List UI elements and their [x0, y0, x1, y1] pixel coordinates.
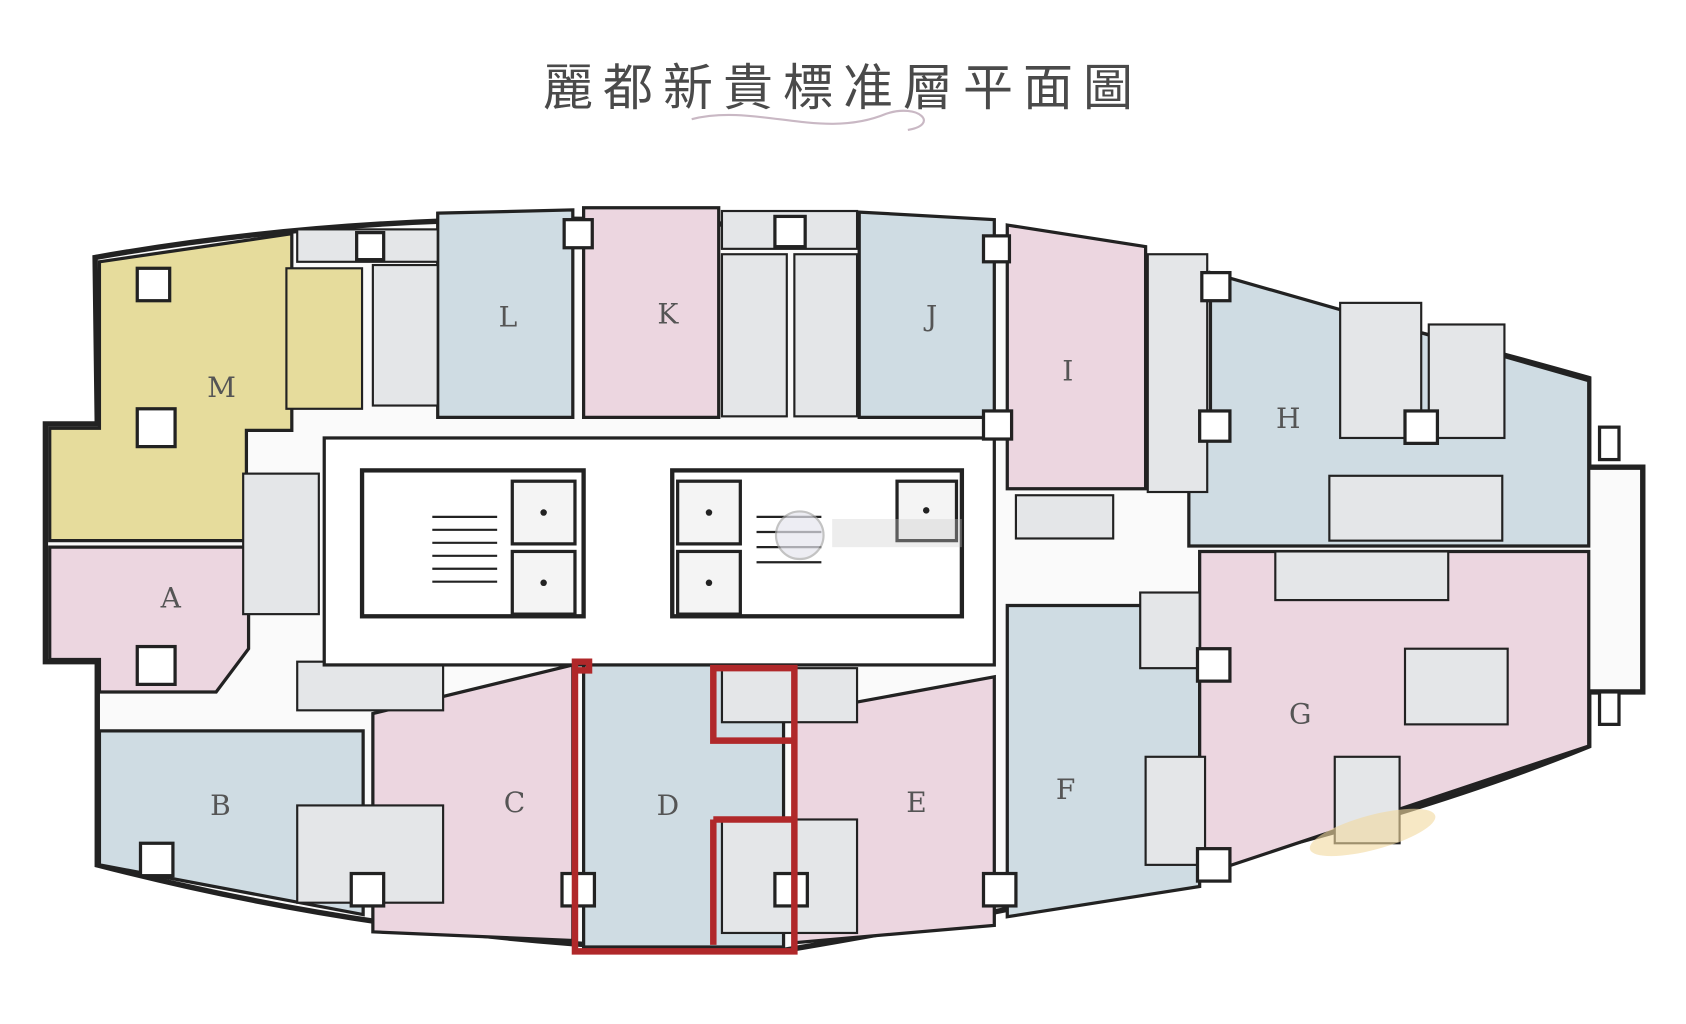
- unit-label-b: B: [210, 789, 231, 822]
- unit-label-g: G: [1289, 697, 1311, 730]
- unit-label-j: J: [923, 300, 937, 333]
- unit-label-h: H: [1276, 402, 1301, 435]
- unit-k[interactable]: [581, 206, 721, 420]
- unit-label-c: C: [504, 786, 525, 819]
- unit-d-highlight-outline: [571, 658, 798, 955]
- unit-label-m: M: [207, 371, 236, 404]
- corner-logo: [1309, 808, 1436, 857]
- unit-i[interactable]: [1005, 223, 1148, 491]
- building-core: [322, 436, 996, 667]
- unit-label-k: K: [657, 297, 679, 330]
- structural-columns: [135, 214, 1621, 908]
- unit-label-f: F: [1056, 773, 1075, 806]
- plan-title: 麗都新貴標准層平面圖: [543, 59, 1143, 117]
- unit-label-i: I: [1062, 355, 1073, 388]
- watermark-logo: [774, 510, 962, 561]
- bathrooms: [242, 209, 1509, 935]
- title-flourish: [691, 109, 925, 132]
- unit-label-e: E: [906, 786, 926, 819]
- unit-label-l: L: [499, 301, 518, 334]
- unit-label-a: A: [160, 582, 182, 615]
- unit-label-d: D: [657, 789, 680, 822]
